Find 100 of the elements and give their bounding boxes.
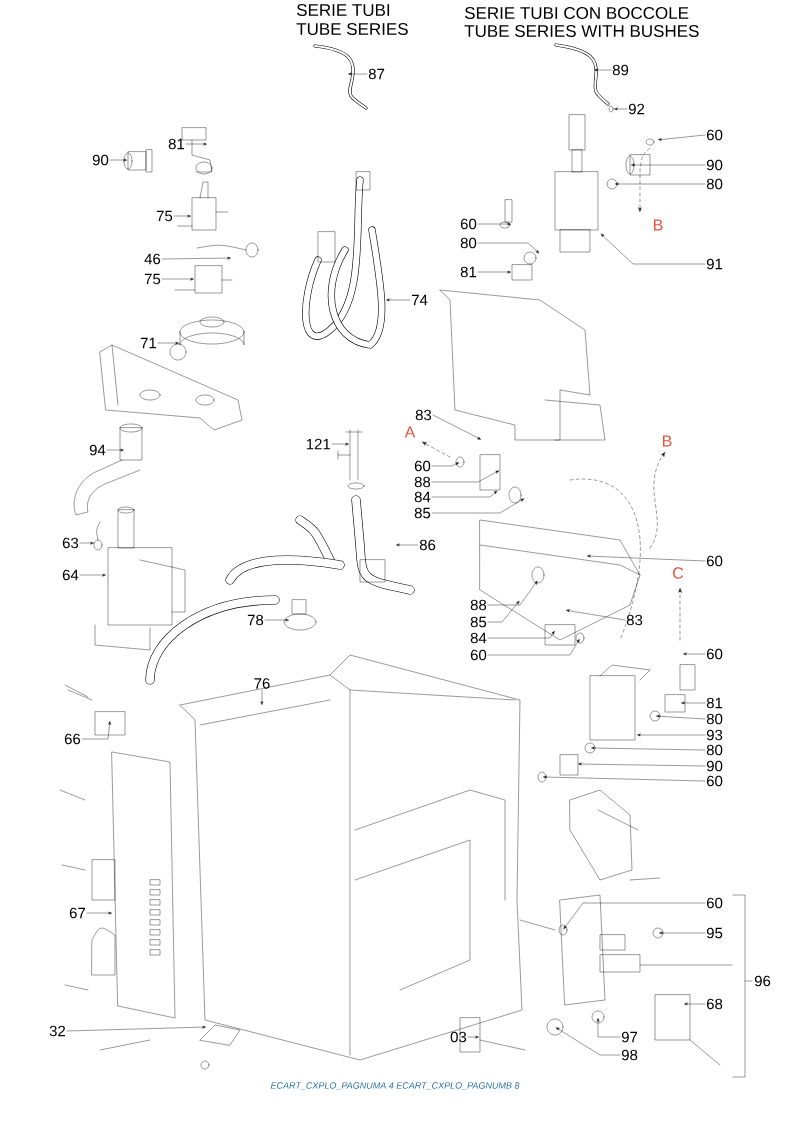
callout-number: 78 — [247, 614, 264, 626]
callout-number: 80 — [706, 178, 723, 190]
callout-number: 80 — [706, 713, 723, 725]
callout-number: 75 — [144, 273, 161, 285]
heading: TUBE SERIES WITH BUSHES — [464, 25, 699, 38]
leader-line — [79, 573, 106, 577]
leader-line — [66, 1025, 206, 1032]
leader-line — [81, 721, 111, 740]
callout-number: 60 — [706, 775, 723, 787]
callout-number: 76 — [254, 678, 270, 689]
reference-letter: C — [673, 567, 684, 579]
leader-line — [264, 618, 289, 622]
leader-line — [631, 163, 706, 167]
caption: ECART_CXPLO_PAGNUMA 4 ECART_CXPLO_PAGNUMB 8 — [270, 1082, 520, 1090]
leader-line — [587, 554, 706, 562]
leader-line — [487, 581, 538, 606]
callout-number: 87 — [368, 68, 385, 80]
leader-line — [681, 701, 706, 705]
callout-number: 98 — [621, 1049, 638, 1061]
heading: TUBE SERIES — [296, 23, 408, 36]
leader-line — [431, 462, 459, 467]
leader-line — [684, 1002, 706, 1006]
leader-line — [396, 543, 419, 547]
callout-number: 81 — [706, 697, 723, 709]
leader-line — [386, 298, 411, 302]
callout-number: 60 — [706, 555, 723, 567]
callout-number: 88 — [470, 599, 487, 611]
callout-number: 80 — [706, 744, 723, 756]
leader-line — [656, 715, 706, 720]
leader-line — [260, 689, 264, 705]
reference-letter: A — [404, 426, 416, 438]
leader-line — [596, 1018, 621, 1038]
leader-line — [487, 601, 520, 623]
leader-line — [594, 68, 612, 72]
leader-line — [109, 158, 127, 162]
callout-number: 121 — [306, 438, 331, 450]
leader-line — [467, 1035, 479, 1039]
leader-line — [487, 631, 555, 639]
heading: SERIE TUBI CON BOCCOLE — [464, 7, 689, 20]
leader-line — [106, 448, 124, 452]
callout-number: 74 — [411, 294, 428, 306]
leader-line — [477, 222, 511, 226]
callout-number: 90 — [706, 159, 723, 171]
leader-line — [161, 277, 194, 281]
leader-line — [432, 414, 481, 440]
reference-letter: B — [654, 219, 663, 231]
leader-line — [157, 341, 179, 345]
callout-number: 46 — [144, 253, 161, 265]
leader-line — [543, 775, 706, 782]
callout-number: 84 — [414, 491, 431, 503]
callout-number: 71 — [140, 337, 157, 349]
callout-number: 91 — [706, 258, 723, 270]
callout-number: 60 — [706, 129, 723, 141]
leader-line — [658, 134, 706, 141]
leader-line — [591, 746, 706, 751]
callout-number: 84 — [470, 632, 487, 644]
callout-number: 64 — [62, 569, 79, 581]
leader-line — [487, 639, 580, 656]
leader-line — [637, 733, 706, 737]
callout-number: 90 — [706, 760, 723, 772]
callout-number: 03 — [450, 1031, 467, 1043]
callout-number: 60 — [706, 648, 723, 660]
reference-letter: B — [663, 435, 672, 447]
leader-line — [615, 182, 706, 186]
callout-number: 90 — [92, 154, 109, 166]
callout-number: 96 — [754, 975, 771, 987]
leader-line — [614, 107, 628, 111]
callout-number: 86 — [419, 539, 436, 551]
leader-line — [79, 541, 94, 545]
callout-number: 80 — [460, 237, 477, 249]
leader-line — [563, 902, 706, 929]
callout-number: 85 — [414, 507, 431, 519]
leader-line — [185, 142, 207, 146]
leader-line — [566, 609, 626, 621]
leader-line — [600, 233, 706, 265]
callout-number: 67 — [69, 907, 86, 919]
callout-number: 83 — [415, 409, 432, 421]
leader-line — [173, 214, 191, 218]
callout-number: 60 — [460, 218, 477, 230]
callout-number: 83 — [626, 614, 643, 626]
callout-number: 95 — [706, 927, 723, 939]
callout-number: 60 — [470, 649, 487, 661]
callout-number: 32 — [49, 1025, 66, 1037]
callout-number: 88 — [414, 476, 431, 488]
leader-line — [331, 442, 349, 446]
leader-line — [578, 762, 706, 767]
callout-number: 68 — [706, 998, 723, 1010]
callout-number: 66 — [64, 733, 81, 745]
callout-number: 93 — [706, 729, 723, 741]
callout-number: 92 — [628, 103, 645, 115]
heading: SERIE TUBI — [296, 4, 390, 17]
leader-line — [477, 242, 540, 254]
callout-number: 60 — [414, 460, 431, 472]
callout-number: 81 — [168, 138, 185, 150]
leader-line — [431, 470, 499, 483]
callout-number: 63 — [62, 537, 79, 549]
leader-line — [86, 911, 112, 915]
callout-number: 85 — [470, 616, 487, 628]
leader-line — [161, 256, 231, 260]
callout-number: 60 — [706, 897, 723, 909]
